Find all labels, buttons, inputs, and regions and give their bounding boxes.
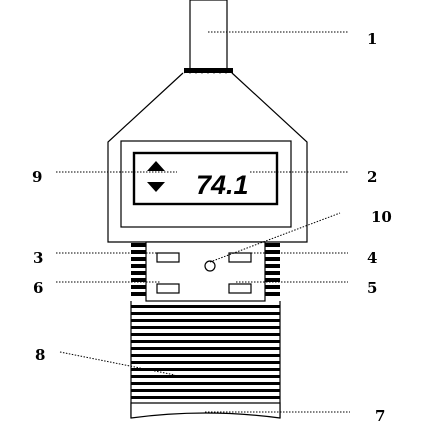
button-3 bbox=[156, 252, 180, 263]
label-5: 5 bbox=[367, 279, 377, 297]
indicator-light bbox=[204, 260, 216, 272]
button-6 bbox=[156, 283, 180, 294]
leader-10 bbox=[209, 212, 341, 263]
button-4 bbox=[228, 252, 252, 263]
display-frame bbox=[120, 140, 292, 228]
label-3: 3 bbox=[33, 249, 43, 267]
ribbed-grip bbox=[130, 301, 281, 418]
lcd-display bbox=[132, 151, 279, 206]
label-7: 7 bbox=[375, 407, 385, 425]
microphone-base-serration bbox=[183, 68, 233, 74]
label-9: 9 bbox=[32, 168, 42, 186]
display-reading: 74.1 bbox=[196, 170, 249, 200]
label-6: 6 bbox=[33, 279, 43, 297]
bottom-end-cap bbox=[130, 402, 281, 419]
label-4: 4 bbox=[367, 249, 377, 267]
label-10: 10 bbox=[371, 208, 392, 226]
label-1: 1 bbox=[367, 30, 377, 48]
side-grip-ridges bbox=[131, 243, 280, 296]
label-8: 8 bbox=[35, 346, 45, 364]
microphone-tube bbox=[189, 0, 228, 72]
leader-lines bbox=[56, 31, 350, 413]
button-5 bbox=[228, 283, 252, 294]
label-2: 2 bbox=[367, 168, 377, 186]
down-triangle-icon bbox=[147, 182, 165, 192]
up-triangle-icon bbox=[147, 161, 165, 171]
